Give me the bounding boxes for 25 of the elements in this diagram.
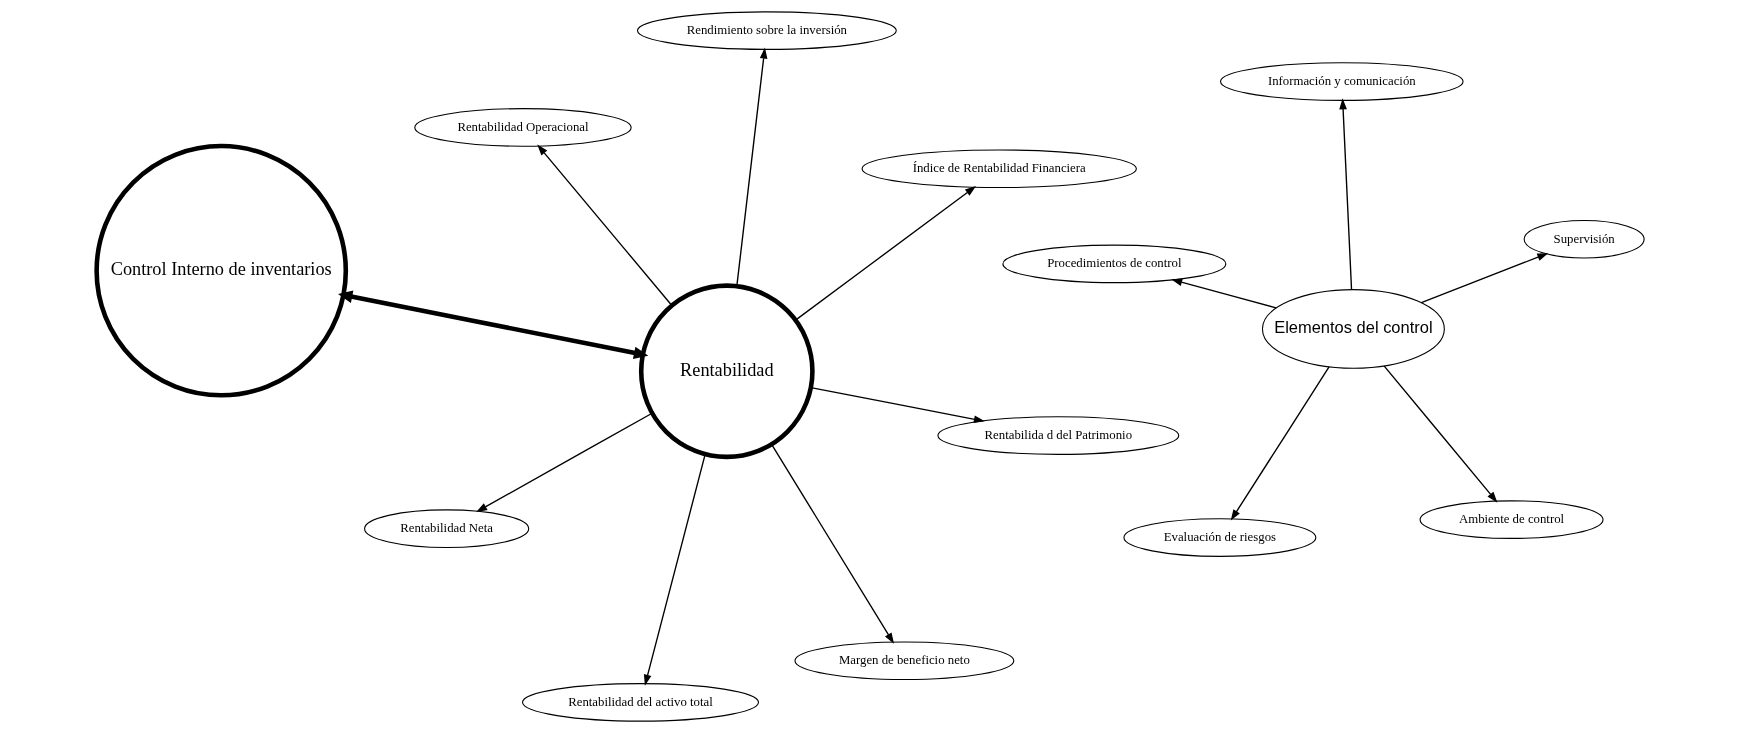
arrow <box>338 290 649 360</box>
node-ellipse: Información y comunicación <box>1220 62 1464 101</box>
arrow <box>643 453 706 686</box>
arrow <box>1339 98 1353 291</box>
arrow <box>537 144 673 306</box>
node-circle: Control Interno de inventarios <box>94 143 349 398</box>
node-ellipse: Margen de beneficio neto <box>794 641 1015 681</box>
node-ellipse: Rentabilidad Operacional <box>414 108 632 147</box>
node-ellipse: Ambiente de control <box>1419 500 1604 539</box>
node-ellipse: Elementos del control <box>1261 289 1445 369</box>
arrow <box>476 412 653 513</box>
arrow <box>1420 253 1549 304</box>
node-ellipse: Evaluación de riesgos <box>1123 518 1317 557</box>
arrow <box>794 186 977 321</box>
arrow <box>1171 278 1277 309</box>
node-ellipse: Rendimiento sobre la inversión <box>636 11 897 50</box>
arrow <box>1230 366 1330 521</box>
arrow <box>810 386 985 423</box>
arrow <box>1383 365 1498 503</box>
node-circle: Rentabilidad <box>638 283 815 460</box>
node-ellipse: Índice de Rentabilidad Financiera <box>861 149 1137 189</box>
arrow <box>736 47 768 287</box>
node-ellipse: Rentabilidad Neta <box>364 509 530 548</box>
node-ellipse: Rentabilidad del activo total <box>521 683 760 722</box>
arrow <box>770 443 894 644</box>
